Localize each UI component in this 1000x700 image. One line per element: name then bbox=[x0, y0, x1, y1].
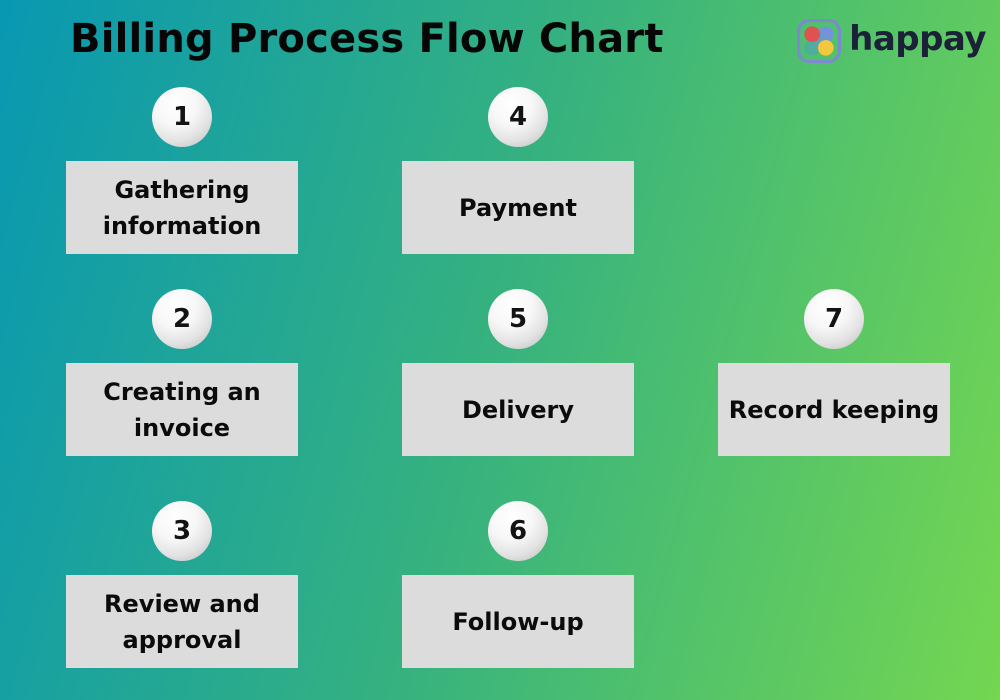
step-label: Creating an invoice bbox=[103, 377, 261, 442]
step-number-badge: 7 bbox=[804, 289, 864, 349]
step-label: Follow-up bbox=[452, 607, 584, 636]
step-label: Gathering information bbox=[102, 175, 262, 240]
step-label-box: Delivery bbox=[402, 363, 634, 456]
step-item-2: 2 Creating an invoice bbox=[66, 289, 298, 456]
happay-logo: happay bbox=[796, 18, 986, 64]
happay-wordmark: happay bbox=[849, 19, 986, 59]
step-label: Record keeping bbox=[728, 395, 940, 424]
step-number-badge: 3 bbox=[152, 501, 212, 561]
step-label: Delivery bbox=[461, 395, 575, 424]
step-number-badge: 2 bbox=[152, 289, 212, 349]
step-label-box: Gathering information bbox=[66, 161, 298, 254]
step-label-box: Record keeping bbox=[718, 363, 950, 456]
step-number-badge: 5 bbox=[488, 289, 548, 349]
step-item-4: 4 Payment bbox=[402, 87, 634, 254]
step-label-box: Payment bbox=[402, 161, 634, 254]
step-item-7: 7 Record keeping bbox=[718, 289, 950, 456]
step-item-3: 3 Review and approval bbox=[66, 501, 298, 668]
step-label-box: Creating an invoice bbox=[66, 363, 298, 456]
step-item-5: 5 Delivery bbox=[402, 289, 634, 456]
step-label: Review and approval bbox=[104, 589, 260, 654]
page-title: Billing Process Flow Chart bbox=[70, 16, 664, 62]
happay-logo-icon bbox=[797, 19, 842, 63]
step-number-badge: 1 bbox=[152, 87, 212, 147]
step-number-badge: 6 bbox=[488, 501, 548, 561]
step-label-box: Review and approval bbox=[66, 575, 298, 668]
step-item-6: 6 Follow-up bbox=[402, 501, 634, 668]
step-number-badge: 4 bbox=[488, 87, 548, 147]
step-label: Payment bbox=[459, 193, 577, 222]
step-item-1: 1 Gathering information bbox=[66, 87, 298, 254]
step-label-box: Follow-up bbox=[402, 575, 634, 668]
